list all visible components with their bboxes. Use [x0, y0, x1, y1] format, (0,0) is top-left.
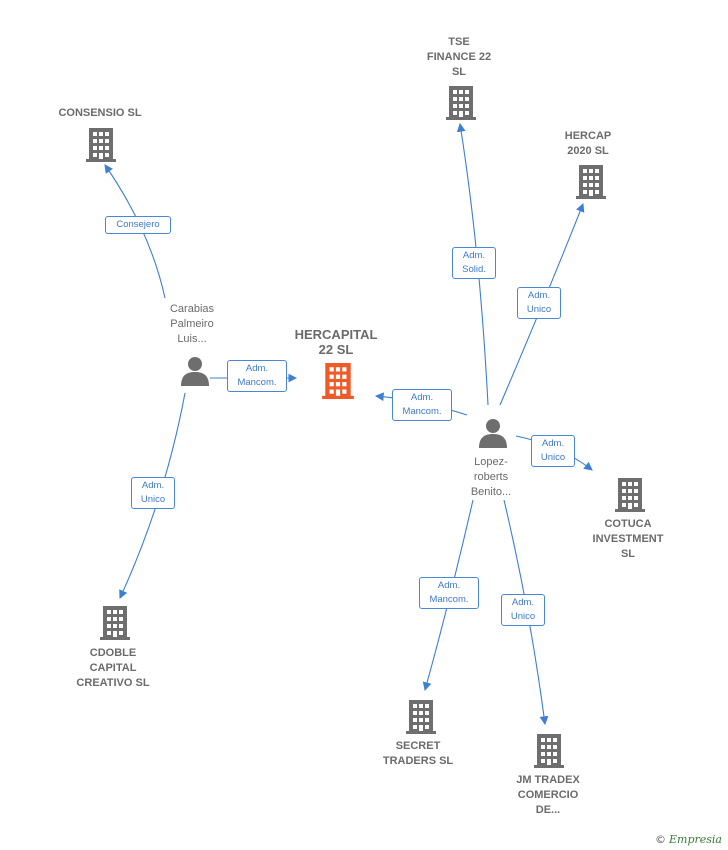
badge-line: Unico — [526, 304, 552, 315]
badge-line: Unico — [540, 452, 566, 463]
label-line: HERCAP — [564, 130, 612, 142]
copyright-icon: © — [655, 833, 666, 846]
tse-label[interactable]: TSE FINANCE 22 SL — [427, 35, 491, 80]
badge-line: Adm. — [511, 597, 535, 608]
secret-building-icon[interactable] — [406, 700, 436, 734]
badge-line: Mancom. — [429, 594, 469, 605]
label-line: CONSENSIO SL — [58, 107, 142, 119]
relation-badge-lopez-jm: Adm. Unico — [501, 594, 545, 626]
relation-badge-lopez-tse: Adm. Solid. — [452, 247, 496, 279]
relation-badge-lopez-hercap: Adm. Unico — [517, 287, 561, 319]
label-line: Palmeiro — [170, 318, 214, 330]
cotuca-label[interactable]: COTUCA INVESTMENT SL — [593, 517, 664, 562]
jm-label[interactable]: JM TRADEX COMERCIO DE... — [516, 773, 580, 818]
label-line: SL — [451, 66, 467, 78]
label-line: TRADERS SL — [382, 755, 454, 767]
relation-badge-lopez-secret: Adm. Mancom. — [419, 577, 479, 609]
relation-badge-consejero: Consejero — [105, 216, 171, 234]
badge-line: Adm. — [410, 392, 434, 403]
label-line: Lopez- — [474, 456, 508, 468]
badge-line: Mancom. — [237, 377, 277, 388]
relation-badge-carabias-cdoble: Adm. Unico — [131, 477, 175, 509]
label-line: SL — [620, 548, 636, 560]
tse-building-icon[interactable] — [446, 86, 476, 120]
label-line: COTUCA — [604, 518, 652, 530]
label-line: Luis... — [177, 333, 207, 345]
badge-line: Unico — [510, 611, 536, 622]
label-line: FINANCE 22 — [426, 51, 492, 63]
cdoble-label[interactable]: CDOBLE CAPITAL CREATIVO SL — [76, 646, 149, 691]
hercap-building-icon[interactable] — [576, 165, 606, 199]
badge-line: Solid. — [462, 264, 486, 275]
consensio-building-icon[interactable] — [86, 128, 116, 162]
relation-badge-lopez-hercapital: Adm. Mancom. — [392, 389, 452, 421]
badge-line: Adm. — [141, 480, 165, 491]
secret-label[interactable]: SECRET TRADERS SL — [383, 739, 453, 769]
badge-line: Adm. — [541, 438, 565, 449]
carabias-label[interactable]: Carabias Palmeiro Luis... — [170, 302, 214, 347]
label-line: HERCAPITAL — [294, 327, 378, 342]
badge-line: Adm. — [245, 363, 269, 374]
label-line: JM TRADEX — [516, 774, 580, 786]
label-line: SECRET — [395, 740, 441, 752]
label-line: DE... — [535, 804, 561, 816]
jm-building-icon[interactable] — [534, 734, 564, 768]
badge-line: Adm. — [527, 290, 551, 301]
label-line: CAPITAL — [89, 662, 137, 674]
label-line: 2020 SL — [567, 145, 609, 157]
label-line: CDOBLE — [89, 647, 137, 659]
cdoble-building-icon[interactable] — [100, 606, 130, 640]
label-line: COMERCIO — [517, 789, 579, 801]
badge-line: Adm. — [462, 250, 486, 261]
empresia-watermark: ©Empresia — [655, 833, 722, 846]
relation-badge-lopez-cotuca: Adm. Unico — [531, 435, 575, 467]
badge-line: Adm. — [437, 580, 461, 591]
badge-line: Mancom. — [402, 406, 442, 417]
lopez-person-icon[interactable] — [479, 419, 507, 448]
label-line: CREATIVO SL — [76, 677, 150, 689]
cotuca-building-icon[interactable] — [615, 478, 645, 512]
carabias-person-icon[interactable] — [181, 357, 209, 386]
label-line: 22 SL — [318, 342, 354, 357]
label-line: INVESTMENT — [592, 533, 664, 545]
hercap-label[interactable]: HERCAP 2020 SL — [565, 129, 611, 159]
relation-badge-carabias-hercapital: Adm. Mancom. — [227, 360, 287, 392]
badge-line: Consejero — [116, 219, 160, 230]
hercapital-building-icon[interactable] — [322, 363, 354, 399]
label-line: TSE — [448, 36, 470, 48]
label-line: roberts — [473, 471, 509, 483]
badge-line: Unico — [140, 494, 166, 505]
brand-name: Empresia — [669, 833, 722, 846]
consensio-label[interactable]: CONSENSIO SL — [58, 106, 141, 121]
hercapital-label[interactable]: HERCAPITAL 22 SL — [295, 327, 378, 357]
label-line: Benito... — [470, 486, 512, 498]
lopez-label[interactable]: Lopez- roberts Benito... — [471, 455, 511, 500]
label-line: Carabias — [169, 303, 215, 315]
